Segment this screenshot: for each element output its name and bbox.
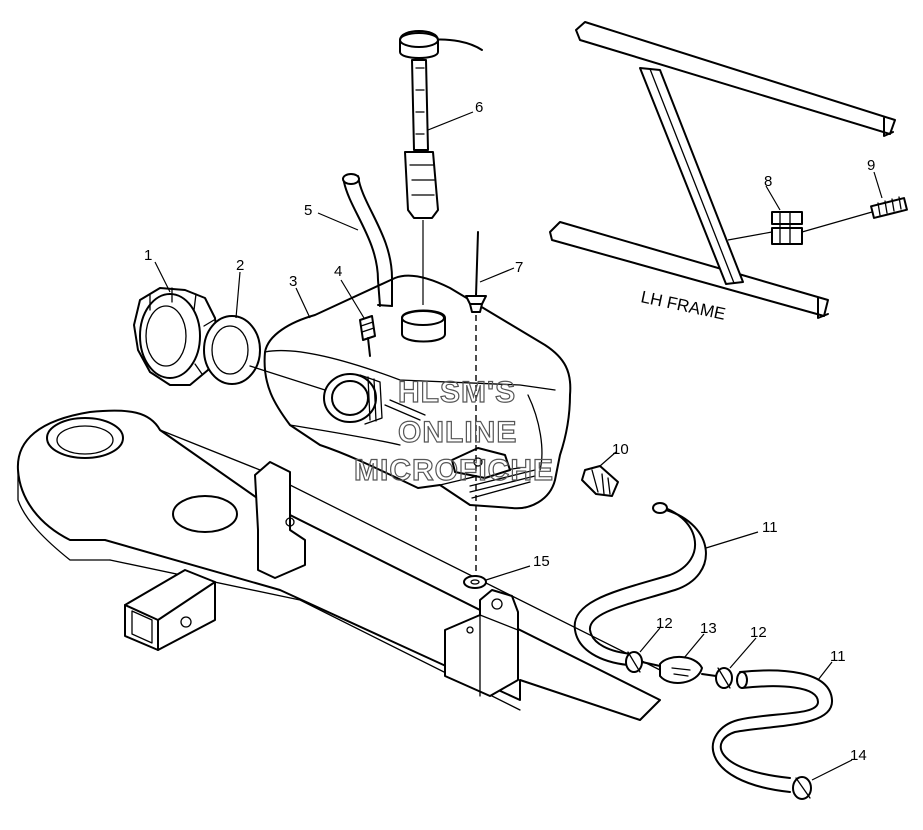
callout-2: 2 — [236, 257, 244, 274]
watermark-line-3: MICROFICHE — [354, 454, 554, 487]
part-2-gasket — [203, 315, 261, 385]
part-3-fuel-tank — [263, 274, 572, 510]
callout-1: 1 — [144, 247, 152, 264]
part-9-bolt — [801, 196, 908, 233]
callout-7: 7 — [515, 259, 523, 276]
part-6-fuel-sender — [399, 30, 483, 219]
part-13-fuel-filter — [641, 656, 717, 684]
part-8-clip — [727, 211, 803, 245]
part-12-hose-clamp-left — [625, 651, 643, 673]
part-11-fuel-hose-upper — [573, 502, 707, 666]
callout-3: 3 — [289, 273, 297, 290]
part-14-hose-clamp — [792, 776, 812, 800]
callout-12-right: 12 — [750, 624, 767, 641]
callout-6: 6 — [475, 99, 483, 116]
callout-12-left: 12 — [656, 615, 673, 632]
lh-frame-label: LH FRAME — [639, 287, 727, 323]
callout-numbers: 1 2 3 4 5 6 7 8 9 10 11 12 13 12 11 14 1… — [144, 99, 875, 764]
callout-14: 14 — [850, 747, 867, 764]
callout-11-upper: 11 — [762, 519, 778, 536]
callout-8: 8 — [764, 173, 772, 190]
part-15-washer — [463, 575, 487, 589]
watermark-line-1: HLSM'S — [398, 376, 516, 409]
part-12-hose-clamp-right — [715, 667, 733, 689]
callout-15: 15 — [533, 553, 550, 570]
callout-11-lower: 11 — [830, 648, 846, 665]
callout-5: 5 — [304, 202, 312, 219]
part-4-vent-fitting — [359, 315, 376, 357]
callout-10: 10 — [612, 441, 629, 458]
callout-4: 4 — [334, 263, 342, 280]
callout-13: 13 — [700, 620, 717, 637]
part-1-fuel-cap — [133, 287, 219, 386]
part-11-fuel-hose-lower — [711, 669, 834, 793]
sub-frame-arm — [16, 409, 681, 721]
part-7-mount-pin — [465, 231, 487, 313]
part-10-outlet-fitting — [581, 465, 619, 497]
lh-frame — [549, 21, 896, 319]
cap-centerline — [249, 365, 326, 391]
watermark: HLSM'S ONLINE MICROFICHE — [353, 375, 554, 487]
callout-9: 9 — [867, 157, 875, 174]
watermark-line-2: ONLINE — [398, 416, 517, 449]
part-5-vent-hose — [342, 173, 393, 307]
leader-lines — [154, 111, 883, 781]
